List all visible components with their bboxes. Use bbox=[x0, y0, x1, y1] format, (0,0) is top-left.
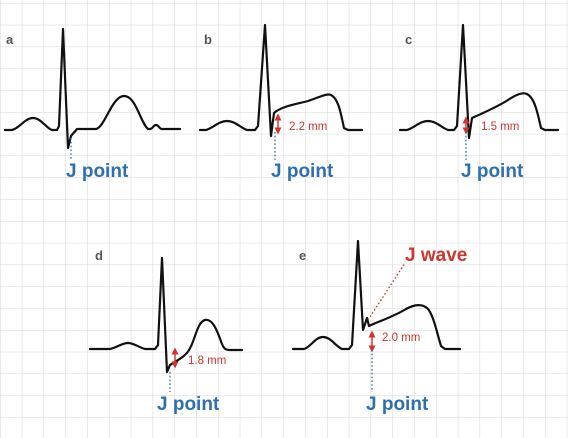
j-point-label-c: J point bbox=[461, 161, 524, 182]
ecg-trace-c bbox=[398, 23, 560, 140]
ecg-trace-d bbox=[88, 256, 244, 374]
panel-c: c 1.5 mm J point bbox=[398, 23, 560, 182]
j-point-label-a: J point bbox=[66, 161, 129, 182]
j-point-label-b: J point bbox=[271, 161, 334, 182]
panel-letter-e: e bbox=[299, 248, 306, 263]
measurement-label-c: 1.5 mm bbox=[481, 121, 519, 133]
panel-d: d 1.8 mm J point bbox=[88, 248, 244, 415]
panel-letter-b: b bbox=[204, 32, 212, 47]
panel-letter-d: d bbox=[95, 248, 103, 263]
measurement-label-e: 2.0 mm bbox=[382, 332, 420, 344]
measurement-label-b: 2.2 mm bbox=[289, 121, 327, 133]
panel-b: b 2.2 mm J point bbox=[198, 23, 364, 182]
panel-letter-c: c bbox=[405, 32, 412, 47]
ecg-trace-b bbox=[198, 23, 364, 138]
ecg-trace-e bbox=[291, 239, 462, 351]
j-wave-label: J wave bbox=[405, 245, 467, 266]
measurement-label-d: 1.8 mm bbox=[188, 355, 226, 367]
j-point-label-e: J point bbox=[366, 394, 429, 415]
j-point-label-d: J point bbox=[157, 394, 220, 415]
panel-e: e J wave 2.0 mm J point bbox=[291, 239, 467, 415]
panel-letter-a: a bbox=[6, 32, 14, 47]
ecg-trace-a bbox=[3, 27, 182, 150]
panel-a: a J point bbox=[3, 27, 182, 182]
